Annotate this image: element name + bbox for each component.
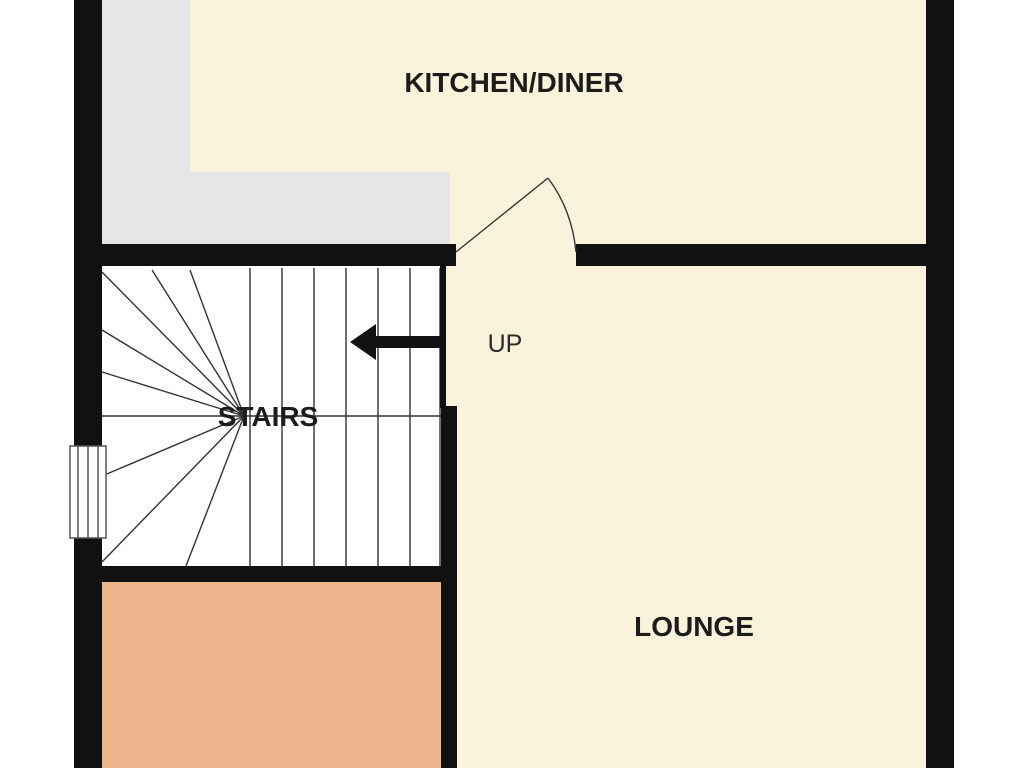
winder-line [101, 415, 245, 563]
stairs-area [100, 266, 443, 568]
wall-right [926, 0, 954, 768]
kitchen-worktop [100, 0, 450, 246]
winder-line [189, 269, 245, 417]
walls [74, 0, 954, 768]
stairs-label: STAIRS [218, 401, 319, 432]
window [69, 445, 107, 539]
lounge-label: LOUNGE [634, 611, 754, 642]
winder-line [101, 271, 245, 417]
winder-line [185, 415, 245, 567]
wall-kitchen-stairs [100, 244, 456, 266]
winder-line [101, 329, 245, 417]
up-label: UP [488, 330, 523, 358]
winder-line [101, 415, 245, 477]
wall-left-upper [74, 0, 102, 446]
door-swing-icon [455, 177, 577, 253]
wall-stairs-right [440, 266, 446, 408]
winder-line [101, 371, 245, 417]
wall-lounge-left [441, 406, 457, 768]
staircase [101, 268, 442, 567]
stairs-direction-arrow-icon [350, 324, 444, 360]
kitchen-diner-label: KITCHEN/DINER [404, 67, 623, 98]
cupboard-room [100, 580, 443, 768]
winder-line [151, 269, 245, 417]
room-fills [100, 0, 930, 768]
lounge-floor [455, 264, 930, 768]
wall-kitchen-lounge [576, 244, 954, 266]
wall-left-lower [74, 538, 102, 768]
wall-stairs-cupboard [100, 566, 446, 582]
